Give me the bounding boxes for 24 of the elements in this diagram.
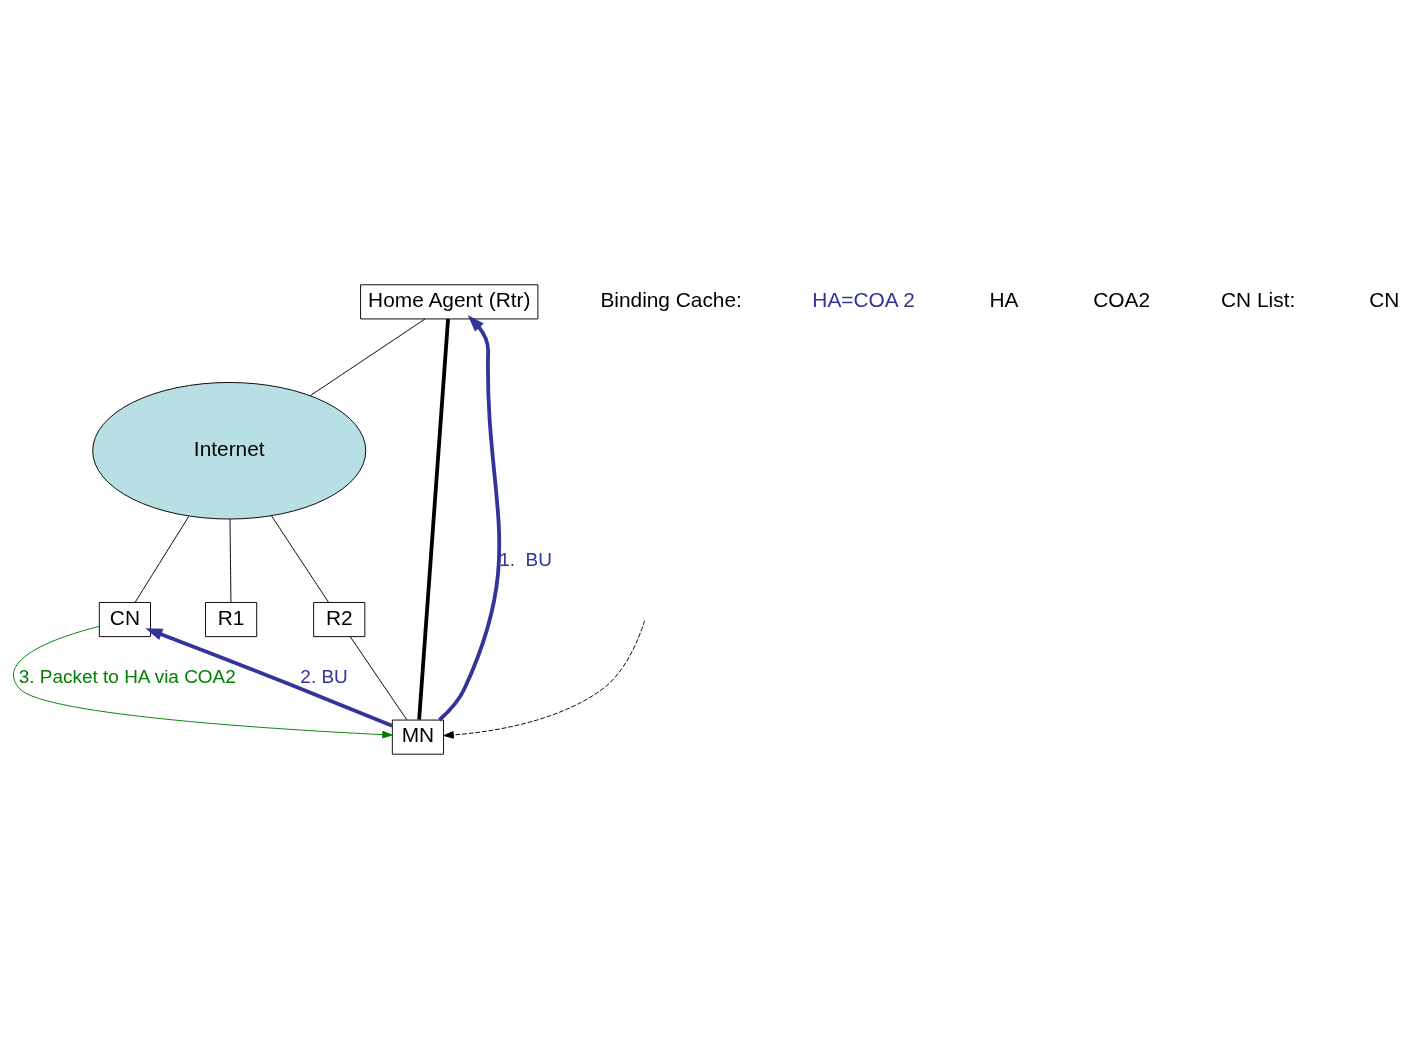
label: Binding Cache: [600, 288, 742, 312]
edge-label: 3. Packet to HA via COA2 [18, 666, 236, 688]
node-box: R1 [205, 602, 258, 638]
label: COA2 [1093, 288, 1150, 312]
label: HA=COA 2 [812, 288, 915, 312]
label: CN [1369, 288, 1400, 312]
label: CN List: [1221, 288, 1296, 312]
connector [229, 518, 232, 603]
edge-label: 2. BU [300, 666, 348, 688]
connector [417, 318, 450, 720]
connector [349, 636, 408, 721]
connector [309, 318, 426, 397]
connector [134, 515, 190, 603]
node-ellipse: Internet [92, 382, 367, 520]
connector [270, 515, 329, 603]
arrow [145, 628, 393, 728]
node-box: R2 [313, 602, 366, 638]
node-box: CN [98, 602, 151, 638]
label: HA [989, 288, 1019, 312]
arrow [443, 620, 646, 739]
arrow [438, 314, 502, 722]
arrow [13, 625, 393, 739]
node-box: Home Agent (Rtr) [360, 284, 539, 320]
node-box: MN [391, 719, 445, 755]
